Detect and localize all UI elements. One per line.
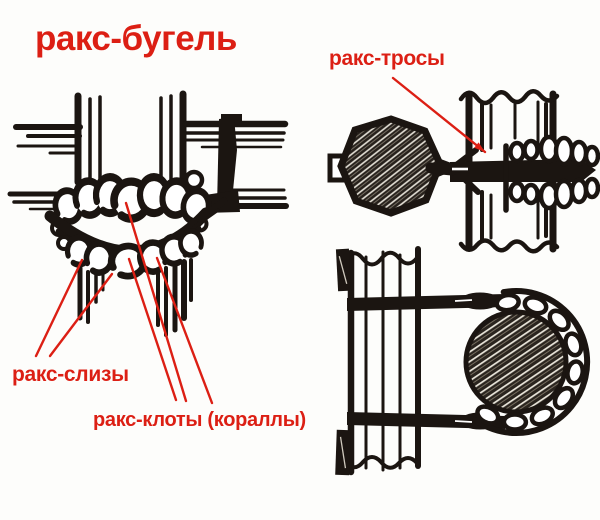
leader-trosy-arrowhead [474, 142, 485, 152]
leader-kloty-3 [155, 256, 214, 405]
mast-cross-section [463, 309, 569, 415]
leader-lines [34, 76, 487, 405]
leader-trosy [391, 76, 487, 154]
leader-slizy-1 [34, 258, 84, 358]
page-title: ракс-бугель [35, 19, 237, 58]
label-raks-trosy: ракс-тросы [329, 47, 445, 70]
top-parrel-ring [463, 288, 591, 436]
front-view-drawing [7, 90, 289, 337]
top-view-drawing [335, 246, 591, 476]
top-parrel-bands [347, 292, 505, 430]
leader-kloty-1 [124, 201, 188, 403]
side-view-drawing [327, 89, 600, 254]
yard-post [217, 117, 237, 211]
leader-slizy-2 [48, 272, 114, 358]
bugel-knob [327, 115, 481, 217]
top-yard [335, 246, 421, 476]
label-raks-slizy: ракс-слизы [12, 363, 129, 386]
side-parrel-loops [508, 134, 600, 211]
leader-kloty-2 [127, 257, 178, 402]
parrel-beads-lower [56, 231, 202, 277]
label-raks-kloty: ракс-клоты (кораллы) [93, 409, 306, 431]
